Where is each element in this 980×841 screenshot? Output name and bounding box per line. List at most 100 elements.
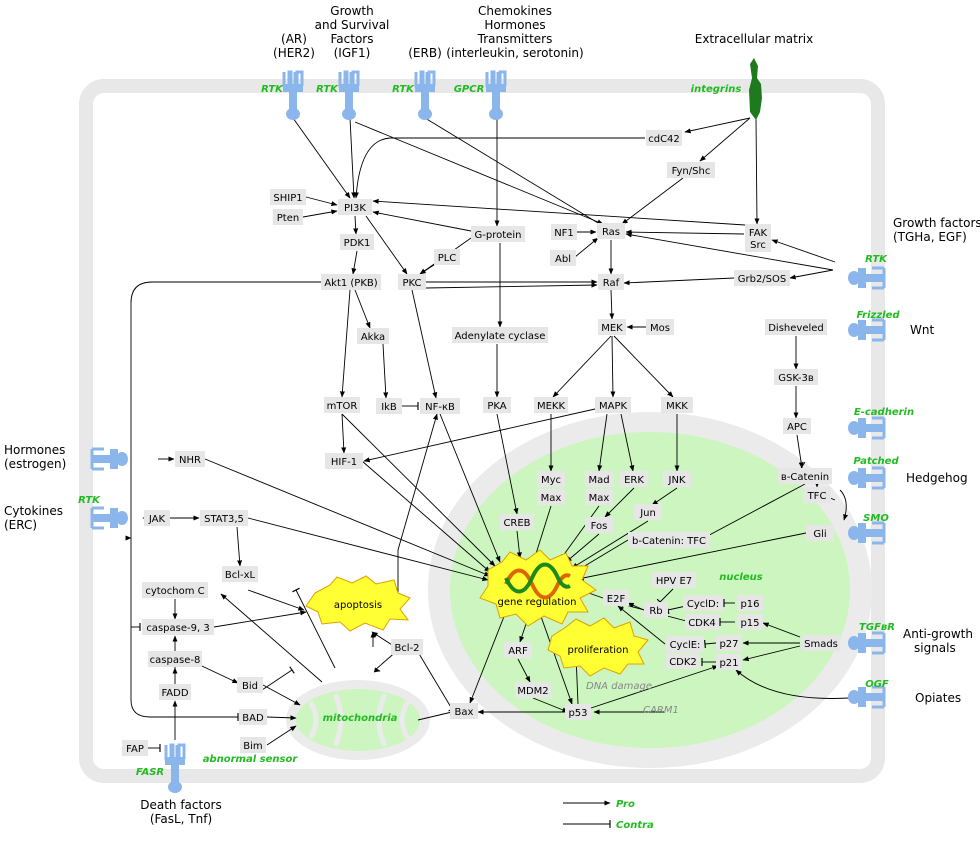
pathway-edge [571, 520, 649, 569]
nucleus-label: nucleus [719, 572, 762, 583]
node-label: Mos [650, 323, 670, 334]
node-casp8: caspase-8 [148, 651, 202, 667]
node-p16: p16 [737, 595, 763, 611]
node-label: APC [787, 422, 807, 433]
pathway-edge [742, 645, 801, 662]
node-label: NF1 [554, 228, 574, 239]
node-label: Max [589, 493, 610, 504]
e-cadherin-label: E-cadherin [854, 407, 914, 418]
node-abl: Abl [550, 250, 576, 266]
pathway-edge [610, 335, 616, 398]
pathway-edge [341, 413, 347, 454]
node-rb: Rb [644, 602, 668, 618]
pathway-edge [292, 117, 351, 199]
legend-contra: Contra [616, 820, 654, 831]
pathway-edge [613, 335, 674, 398]
node-hpve7: HPV E7 [652, 572, 696, 588]
node-label: PDK1 [344, 238, 371, 249]
node-akka: Akka [357, 328, 389, 344]
extracellular-matrix-icon [749, 58, 762, 120]
pathway-edge [517, 658, 531, 683]
node-label: b-Catenin: TFC [632, 536, 706, 547]
pathway-edge [533, 505, 552, 561]
pathway-edge [414, 646, 456, 712]
pathway-edge [351, 250, 358, 275]
node-label: PKC [402, 278, 421, 289]
node-label: CyclE: [670, 640, 701, 651]
integrins-label: integrins [691, 84, 742, 95]
node-max2: Max [585, 489, 613, 505]
pathway-edge [372, 210, 472, 232]
pathway-edge [363, 408, 596, 463]
pathway-edge [266, 715, 297, 721]
node-stat35: STAT3,5 [200, 510, 248, 526]
external-labels: (AR) (HER2) Growth and Survival Factors … [4, 4, 980, 826]
ecm-label: Extracellular matrix [695, 32, 813, 46]
node-label: MEKK [537, 401, 566, 412]
pathway-edge [213, 610, 307, 628]
receptors [90, 70, 886, 793]
node-fynshc: Fyn/Shc [667, 162, 715, 178]
node-label: MKK [666, 401, 688, 412]
pathway-edge [839, 489, 849, 521]
pathway-edge [574, 237, 599, 258]
pathway-edge [565, 533, 600, 563]
pathway-edge [361, 460, 491, 573]
node-label: PI3K [344, 203, 366, 214]
pathway-edge [236, 526, 243, 567]
receptor-icon [848, 631, 886, 655]
node-label: Fyn/Shc [672, 166, 711, 177]
anti-growth-label-2: signals [914, 641, 956, 655]
node-label: p21 [719, 658, 738, 669]
pathway-edge [684, 117, 751, 134]
node-label: CDK4 [688, 618, 716, 629]
node-src: Src [745, 236, 771, 252]
node-jun: Jun [634, 504, 662, 520]
pathway-edge [796, 434, 804, 469]
pathway-edges [130, 117, 863, 753]
receptor-icon [338, 70, 360, 120]
node-jnk: JNK [663, 471, 691, 487]
pathway-edge [577, 532, 807, 581]
node-nf1: NF1 [551, 224, 577, 240]
chemokines-label-1: Chemokines [478, 4, 552, 18]
receptor-icon [414, 70, 436, 120]
node-label: p15 [740, 618, 759, 629]
node-label: в-Catenin [781, 472, 829, 483]
smo-label: SMO [863, 513, 889, 524]
node-cytc: cytochom C [142, 582, 208, 598]
receptor-icon [848, 266, 886, 290]
node-p21: p21 [716, 654, 742, 670]
node-label: Myc [541, 475, 561, 486]
pathway-edge [699, 483, 806, 541]
node-label: Ras [602, 227, 620, 238]
node-ikb: IkB [376, 398, 402, 414]
node-adenylate: Adenylate cyclase [452, 327, 548, 343]
legend-pro: Pro [616, 799, 635, 810]
pathway-edge [130, 281, 321, 722]
node-gprotein: G-protein [471, 226, 525, 242]
cytokines-label-2: (ERC) [4, 518, 37, 532]
pathway-edge [617, 605, 666, 645]
node-label: NHR [179, 455, 201, 466]
node-label: cytochom C [145, 586, 204, 597]
node-label: HPV E7 [656, 576, 692, 587]
pathway-edge [532, 697, 569, 713]
receptor-icon [848, 466, 886, 490]
pathway-edge [372, 198, 746, 226]
node-label: MDM2 [517, 686, 548, 697]
node-e2f: E2F [603, 590, 629, 606]
pathway-edge [305, 196, 338, 207]
node-arf: ARF [504, 642, 532, 658]
rtk-label-2: RTK [316, 84, 339, 95]
node-label: Bim [243, 741, 262, 752]
node-mdm2: MDM2 [515, 682, 551, 698]
pathway-edge [373, 649, 399, 673]
node-label: IkB [381, 402, 397, 413]
pathway-edge [496, 413, 519, 515]
node-gli: Gli [806, 525, 834, 541]
pathway-edge [469, 613, 506, 704]
node-label: FAK [749, 228, 768, 239]
rtk-label-3: RTK [392, 84, 415, 95]
